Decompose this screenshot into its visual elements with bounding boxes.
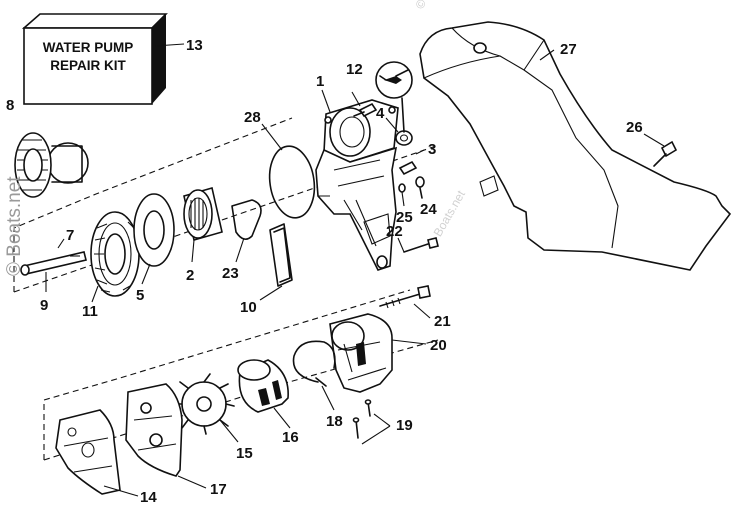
callout-25: 25 [396, 209, 413, 226]
screw-12 [351, 91, 378, 118]
assembly-outline-lower [43, 289, 439, 461]
screw-24 [415, 176, 425, 199]
repair-kit-box: WATER PUMP REPAIR KIT [21, 13, 168, 105]
needle-bearing [183, 186, 223, 242]
pinion-shaft [20, 251, 87, 276]
callout-17: 17 [210, 481, 227, 498]
leader-22 [397, 237, 405, 253]
callout-16: 16 [282, 429, 299, 446]
dowel-pins [352, 399, 372, 439]
leader-5 [141, 263, 151, 285]
o-ring [268, 145, 316, 219]
pump-plate [125, 383, 183, 477]
leader-11 [91, 285, 99, 303]
lower-unit-cover [419, 21, 732, 271]
callout-28: 28 [244, 109, 261, 126]
leader-20 [391, 339, 427, 345]
leader-26 [643, 133, 665, 147]
leader-1 [321, 89, 331, 113]
oil-can-icon [375, 61, 413, 133]
callout-23: 23 [222, 265, 239, 282]
plate-gasket [55, 409, 121, 495]
impeller [173, 373, 235, 435]
callout-24: 24 [420, 201, 437, 218]
callout-26: 26 [626, 119, 643, 136]
callout-3: 3 [428, 141, 436, 158]
leader-23 [235, 237, 245, 263]
retaining-clip [292, 340, 336, 387]
leader-28 [261, 123, 283, 151]
callout-5: 5 [136, 287, 144, 304]
leader-19 [361, 413, 391, 445]
long-screw [379, 285, 431, 309]
callout-20: 20 [430, 337, 447, 354]
leader-13 [154, 43, 185, 47]
leader-27 [539, 49, 555, 61]
leader-18 [321, 385, 335, 411]
callout-2: 2 [186, 267, 194, 284]
bolt-26 [653, 140, 678, 167]
screw-3 [398, 160, 418, 176]
impeller-liner [237, 359, 289, 413]
leader-17 [177, 475, 207, 489]
callout-10: 10 [240, 299, 257, 316]
callout-19: 19 [396, 417, 413, 434]
leader-4 [385, 117, 399, 133]
callout-12: 12 [346, 61, 363, 78]
kit-label-line2: REPAIR KIT [50, 58, 126, 73]
callout-1: 1 [316, 73, 324, 90]
gasket-small [231, 199, 262, 240]
callout-13: 13 [186, 37, 203, 54]
watermark-faint-top: © Boats.net [412, 0, 456, 12]
callout-21: 21 [434, 313, 451, 330]
callout-9: 9 [40, 297, 48, 314]
thrust-washer [133, 193, 175, 267]
thrust-bearing [90, 211, 140, 297]
pin-25 [398, 183, 406, 207]
nut-4 [395, 130, 413, 146]
callout-27: 27 [560, 41, 577, 58]
callout-15: 15 [236, 445, 253, 462]
callout-11: 11 [82, 303, 98, 320]
leader-16 [273, 407, 291, 429]
bolt-22 [403, 237, 439, 253]
leader-2 [191, 239, 195, 263]
watermark-main: © Boats.net [4, 176, 25, 276]
pinion-gear [14, 132, 89, 198]
pump-housing [315, 99, 399, 271]
callout-22: 22 [386, 223, 403, 240]
callout-7: 7 [66, 227, 74, 244]
callout-4: 4 [376, 105, 385, 122]
leader-21 [413, 303, 431, 319]
leader-10 [259, 285, 283, 301]
callout-18: 18 [326, 413, 343, 430]
kit-label-line1: WATER PUMP [43, 40, 134, 55]
callout-8: 8 [6, 97, 14, 114]
impeller-housing [329, 313, 393, 393]
leader-15 [219, 419, 239, 443]
leader-3 [415, 149, 425, 155]
callout-14: 14 [140, 489, 157, 506]
leader-14 [103, 485, 139, 497]
leader-7 [57, 238, 65, 249]
seal-strip [269, 223, 293, 287]
